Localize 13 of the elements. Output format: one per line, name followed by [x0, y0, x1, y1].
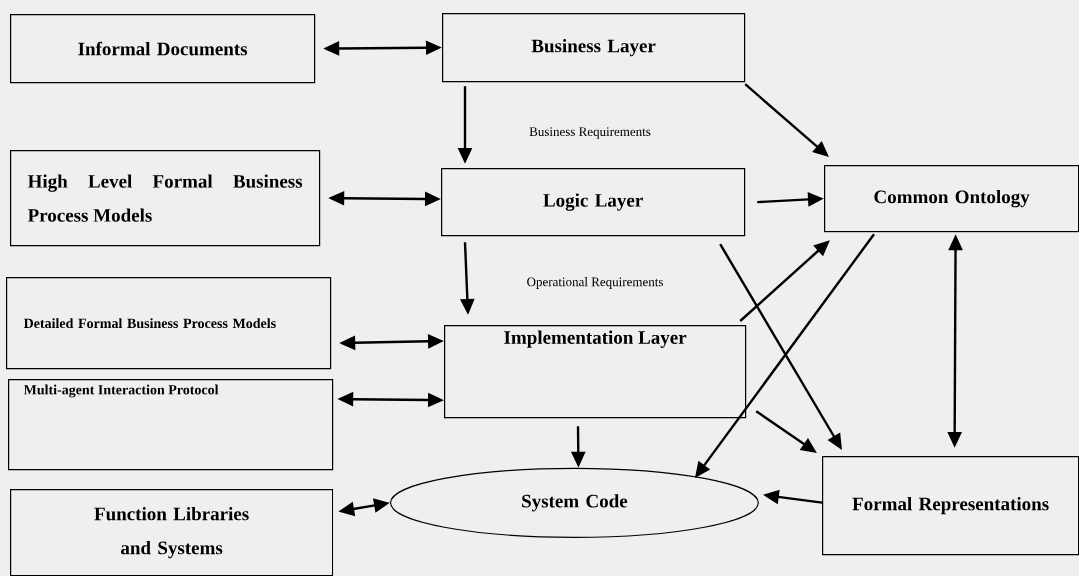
process-box: Implementation Layer [444, 325, 747, 419]
process-box: Multi-agent Interaction Protocol [8, 379, 334, 471]
process-box: Common Ontology [824, 165, 1079, 233]
process-box: Detailed Formal Business Process Models [6, 277, 332, 370]
process-box: Informal Documents [10, 14, 316, 84]
process-box: Function Libraries and Systems [10, 489, 334, 576]
process-box: Business Layer [442, 13, 746, 83]
process-box: Formal Representations [822, 456, 1079, 556]
process-box: Logic Layer [441, 168, 746, 237]
ellipse-node: System Code [389, 467, 759, 538]
edge-label: Operational Requirements [525, 276, 665, 290]
process-box: High Level Formal Business Process Models [10, 150, 321, 247]
edge-label: Business Requirements [528, 126, 652, 140]
